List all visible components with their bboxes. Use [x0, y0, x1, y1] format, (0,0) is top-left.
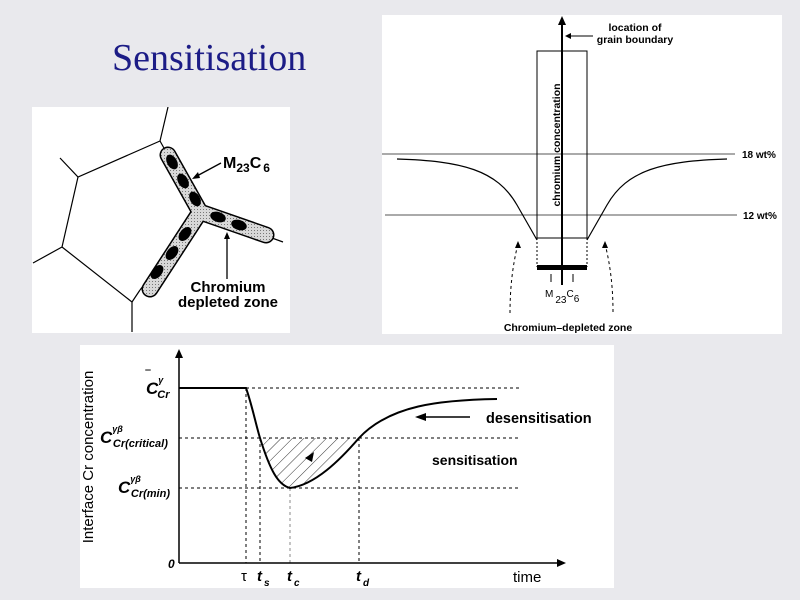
x-tick-tau: τ: [241, 568, 247, 585]
sensitised-region-hatch: [260, 438, 359, 488]
arrowhead-icon: [224, 232, 230, 239]
depleted-zone-pointer-right: [604, 243, 614, 313]
slide-title: Sensitisation: [112, 37, 307, 79]
y-zero-label: 0: [168, 557, 175, 571]
profile-curve-right: [586, 158, 728, 241]
zone-label-line2: depleted zone: [178, 294, 278, 311]
axis-arrowhead-icon: [558, 16, 566, 25]
sensitisation-arrowhead-icon: [305, 452, 314, 462]
sensitisation-label: sensitisation: [432, 452, 518, 468]
kinetics-svg: Interface Cr concentration desensitisati…: [80, 349, 592, 589]
grain-boundary-label-line1: location of: [608, 22, 662, 34]
sensitisation-kinetics-diagram: Interface Cr concentration desensitisati…: [80, 345, 614, 589]
desensitisation-label: desensitisation: [486, 411, 592, 427]
arrowhead-icon: [602, 241, 608, 248]
depleted-zone-pointer-left: [509, 243, 519, 314]
level-label-high: 18 wt%: [742, 150, 776, 161]
profile-axis-label: chromium concentration: [551, 83, 563, 206]
arrowhead-icon: [192, 172, 200, 179]
profile-precipitate-label: M23C6: [545, 289, 580, 306]
profile-svg: 18 wt% 12 wt% chromium concentration loc…: [382, 16, 777, 334]
chromium-depleted-zone: [141, 146, 275, 298]
interface-concentration-curve: [179, 387, 498, 490]
grain-boundary-label-line2: grain boundary: [597, 34, 674, 46]
mean-bar: ‾: [145, 368, 151, 382]
level-label-low: 12 wt%: [743, 211, 777, 222]
arrowhead-icon: [515, 241, 521, 248]
x-axis-arrowhead-icon: [557, 559, 566, 567]
guide-lines: [179, 387, 520, 563]
kinetics-ylabel: Interface Cr concentration: [80, 371, 97, 544]
profile-curve-left: [396, 158, 538, 241]
zone-label-line1: Chromium: [191, 279, 266, 296]
depleted-zone-label: Chromium–depleted zone: [504, 322, 633, 334]
arrowhead-icon: [565, 33, 571, 39]
y-axis-arrowhead-icon: [175, 349, 183, 358]
arrowhead-icon: [415, 413, 426, 421]
concentration-profile-diagram: 18 wt% 12 wt% chromium concentration loc…: [382, 15, 782, 334]
precipitate-pointer-arrow: [194, 162, 222, 178]
carbide-precipitates: [150, 154, 247, 279]
kinetics-xlabel: time: [513, 569, 541, 586]
